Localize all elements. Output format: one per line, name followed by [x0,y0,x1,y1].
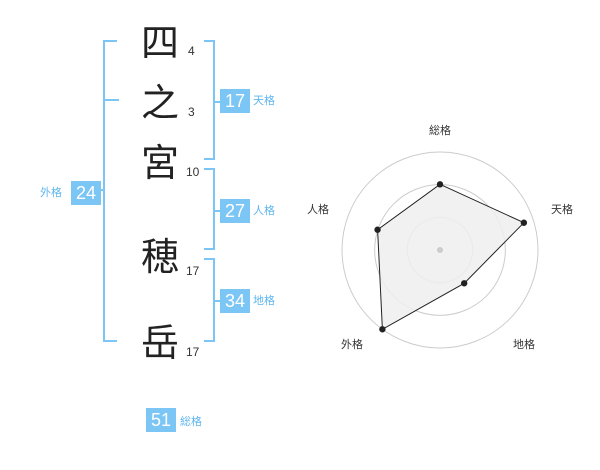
jinkaku-connector [213,210,221,212]
radar-point-4 [374,226,381,233]
chikaku-label: 地格 [253,294,275,307]
jinkaku-label: 人格 [253,204,275,217]
gaikaku-label: 外格 [40,186,62,199]
name-char-4: 穂 [140,235,179,279]
radar-value-polygon [377,183,525,331]
tenkaku-bracket [204,40,215,160]
radar-axis-label-tenkaku: 天格 [551,203,573,216]
chikaku-value-badge: 34 [220,289,250,313]
gaikaku-value-badge: 24 [71,181,101,205]
chikaku-connector [213,300,221,302]
name-char-5: 岳 [140,321,179,365]
name-char-3: 宮 [140,141,179,185]
stroke-count-2: 3 [188,105,195,119]
radar-axis-label-gaikaku: 外格 [341,338,363,351]
radar-ring-3 [341,151,539,349]
stroke-count-1: 4 [188,44,195,58]
soukaku-label: 総格 [180,415,202,428]
soukaku-value-badge: 51 [146,408,176,432]
radar-axis-label-soukaku: 総格 [429,124,451,137]
radar-center-dot [437,247,443,253]
jinkaku-bracket [204,168,215,250]
radar-axis-label-jinkaku: 人格 [307,203,329,216]
tenkaku-connector [213,101,221,103]
tenkaku-value-badge: 17 [220,89,250,113]
gaikaku-bracket [103,40,117,342]
stroke-count-3: 10 [186,165,200,179]
radar-point-0 [436,181,444,188]
radar-point-3 [379,326,386,333]
stroke-count-4: 17 [186,264,200,278]
tenkaku-label: 天格 [253,94,275,107]
radar-point-1 [520,219,528,226]
radar-axis-label-chikaku: 地格 [513,338,535,351]
stroke-count-5: 17 [186,345,200,359]
jinkaku-value-badge: 27 [220,199,250,223]
name-char-2: 之 [140,81,179,125]
gaikaku-bracket-connector [97,189,105,191]
name-char-1: 四 [140,21,179,65]
gaikaku-bracket-mid-tick [105,99,119,101]
radar-point-2 [460,280,468,287]
